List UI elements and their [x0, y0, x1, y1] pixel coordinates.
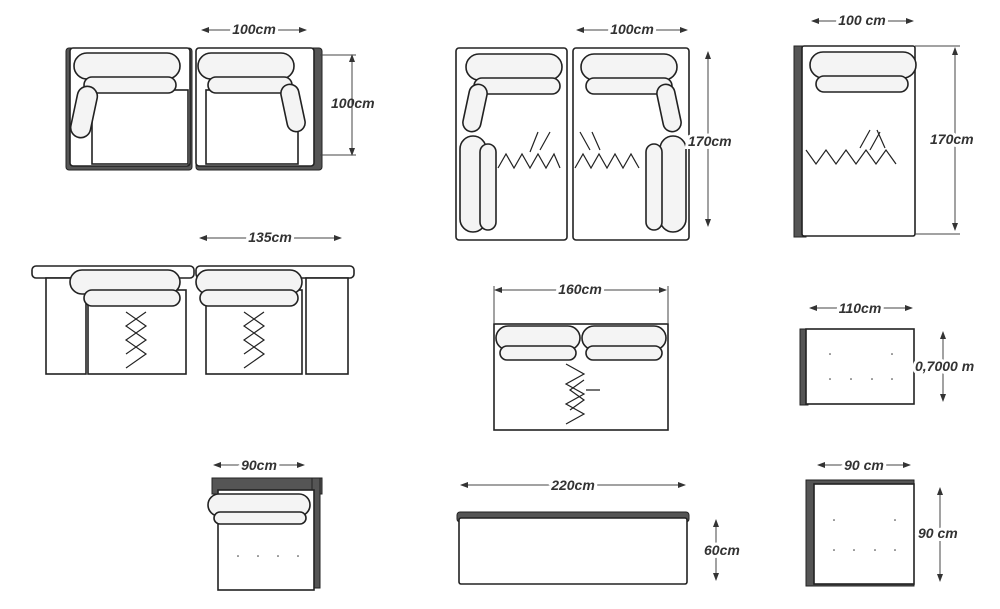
module-two-seat: 160cm	[493, 278, 669, 431]
module-ottoman-rect: 110cm 0,7000 m	[799, 297, 977, 406]
dimension-width: 100 cm	[838, 12, 885, 28]
module-corner-pair: 100cm 100cm	[65, 18, 375, 171]
dimension-depth: 100cm	[331, 95, 375, 111]
dimension-width: 100cm	[232, 21, 276, 37]
dimension-depth: 90 cm	[918, 525, 958, 541]
dimension-depth: 170cm	[688, 133, 732, 149]
dimension-width: 90cm	[241, 457, 277, 473]
module-chaise-single: 100 cm 170cm	[793, 9, 977, 238]
dimension-width: 220cm	[550, 477, 595, 493]
dimension-width: 110cm	[839, 300, 882, 316]
module-single-seat: 90cm	[207, 454, 323, 591]
dimension-depth: 60cm	[704, 542, 740, 558]
dimension-depth: 170cm	[930, 131, 974, 147]
dimension-width: 135cm	[248, 229, 292, 245]
module-chaise-pair: 100cm 170cm	[455, 18, 735, 241]
dimension-width: 160cm	[558, 281, 602, 297]
dimension-width: 90 cm	[844, 457, 884, 473]
dimension-width: 100cm	[610, 21, 654, 37]
dimension-depth: 0,7000 m	[915, 358, 974, 374]
module-ottoman-square: 90 cm 90 cm	[805, 454, 961, 587]
module-armless-pair: 135cm	[31, 226, 355, 375]
module-bench: 220cm 60cm	[456, 474, 743, 585]
